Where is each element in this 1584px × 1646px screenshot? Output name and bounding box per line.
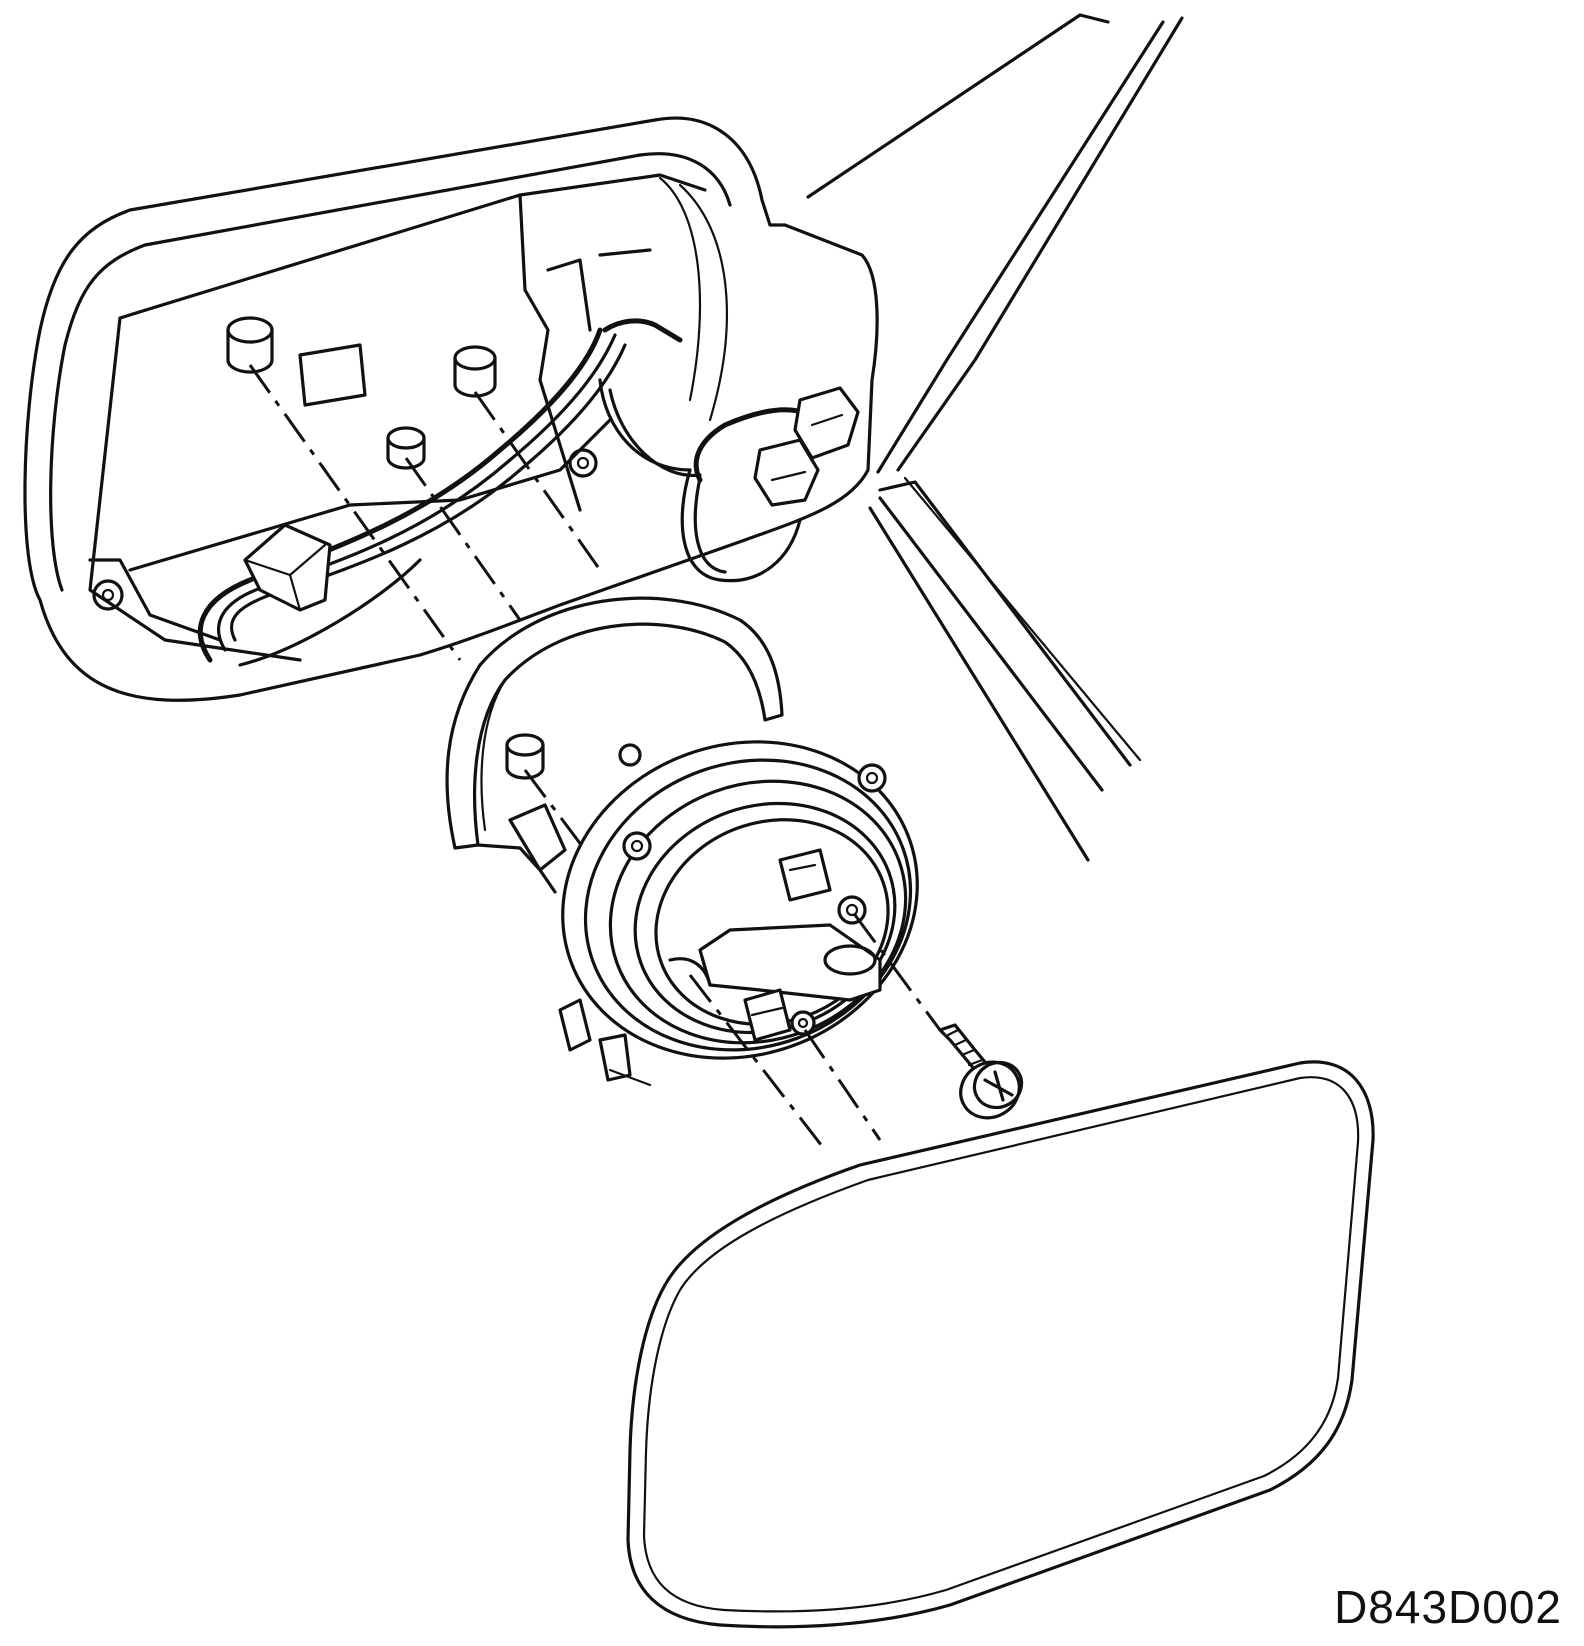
- screw-hole-icon: [618, 743, 642, 767]
- mounting-boss-icon: [386, 426, 426, 470]
- door-panel-lines: [806, 13, 1184, 862]
- wiring-harness: [197, 318, 813, 667]
- figure-code-label: D843D002: [1334, 1581, 1562, 1633]
- mirror-housing: [23, 116, 879, 702]
- phillips-head-icon: [983, 1070, 1014, 1102]
- mounting-boss-icon: [505, 733, 545, 780]
- electrical-connector: [243, 386, 860, 612]
- screw-hole-icon: [568, 448, 598, 478]
- retaining-screw: [938, 1023, 1024, 1120]
- alignment-lines-upper: [248, 364, 602, 661]
- mounting-boss-icon: [453, 345, 497, 398]
- screw-hole-icon: [92, 579, 124, 611]
- adjuster-motor: [558, 740, 919, 1087]
- mirror-glass: [626, 1060, 1375, 1629]
- mounting-boss-icon: [226, 316, 274, 374]
- alignment-lines-lower: [688, 914, 942, 1151]
